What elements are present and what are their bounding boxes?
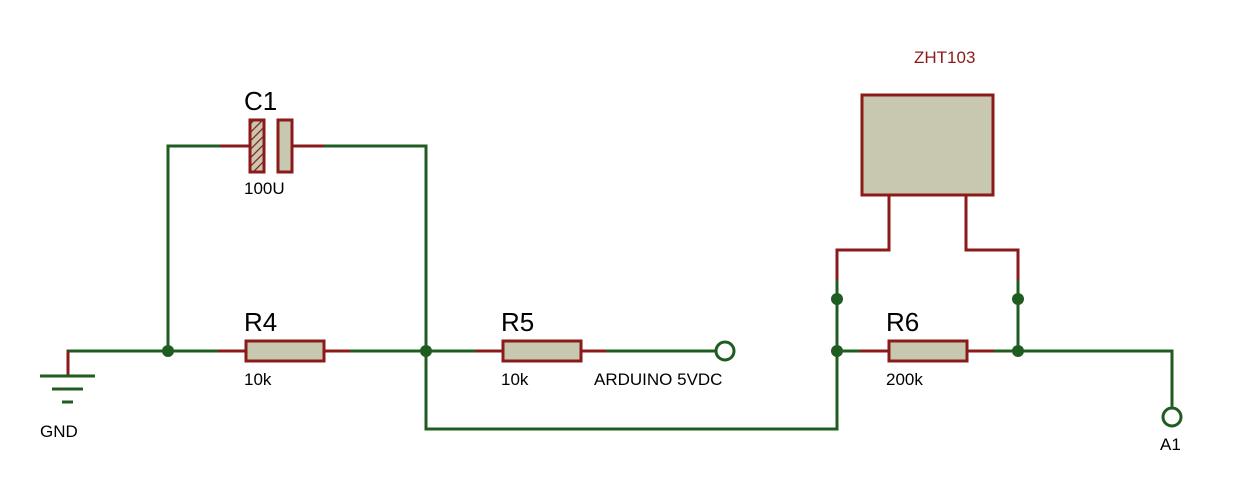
r4-value-label: 10k [244, 370, 272, 389]
r4-ref-label: R4 [244, 307, 277, 337]
junction-left [162, 345, 174, 357]
resistor-r4-icon [218, 339, 350, 363]
r6-value-label: 200k [886, 370, 923, 389]
sensor-block-icon [835, 93, 1020, 280]
sensor-part-label: ZHT103 [914, 48, 975, 67]
wire-gnd [66, 349, 170, 378]
wire-output [992, 349, 1174, 407]
polarized-capacitor-icon [220, 118, 324, 174]
junction-r6-right-top [1012, 293, 1024, 305]
c1-ref-label: C1 [244, 86, 277, 116]
resistor-r5-icon [476, 339, 606, 363]
junction-r6-left-top [831, 293, 843, 305]
r6-ref-label: R6 [886, 307, 919, 337]
vcc-label: ARDUINO 5VDC [594, 370, 722, 389]
r5-value-label: 10k [501, 370, 529, 389]
wire-c1-left [166, 144, 222, 353]
a1-label: A1 [1160, 435, 1181, 454]
junction-r6-left [831, 345, 843, 357]
junction-mid [420, 345, 432, 357]
terminal-5v-icon [682, 340, 736, 362]
terminal-a1-icon [1161, 406, 1183, 428]
resistor-r6-icon [860, 339, 994, 363]
c1-value-label: 100U [244, 179, 285, 198]
ground-icon [40, 351, 95, 404]
wire-bottom-bus [424, 349, 839, 431]
junctions [162, 293, 1024, 357]
wire-c1-right [322, 144, 428, 353]
gnd-label: GND [40, 422, 78, 441]
r5-ref-label: R5 [501, 307, 534, 337]
junction-r6-right [1012, 345, 1024, 357]
